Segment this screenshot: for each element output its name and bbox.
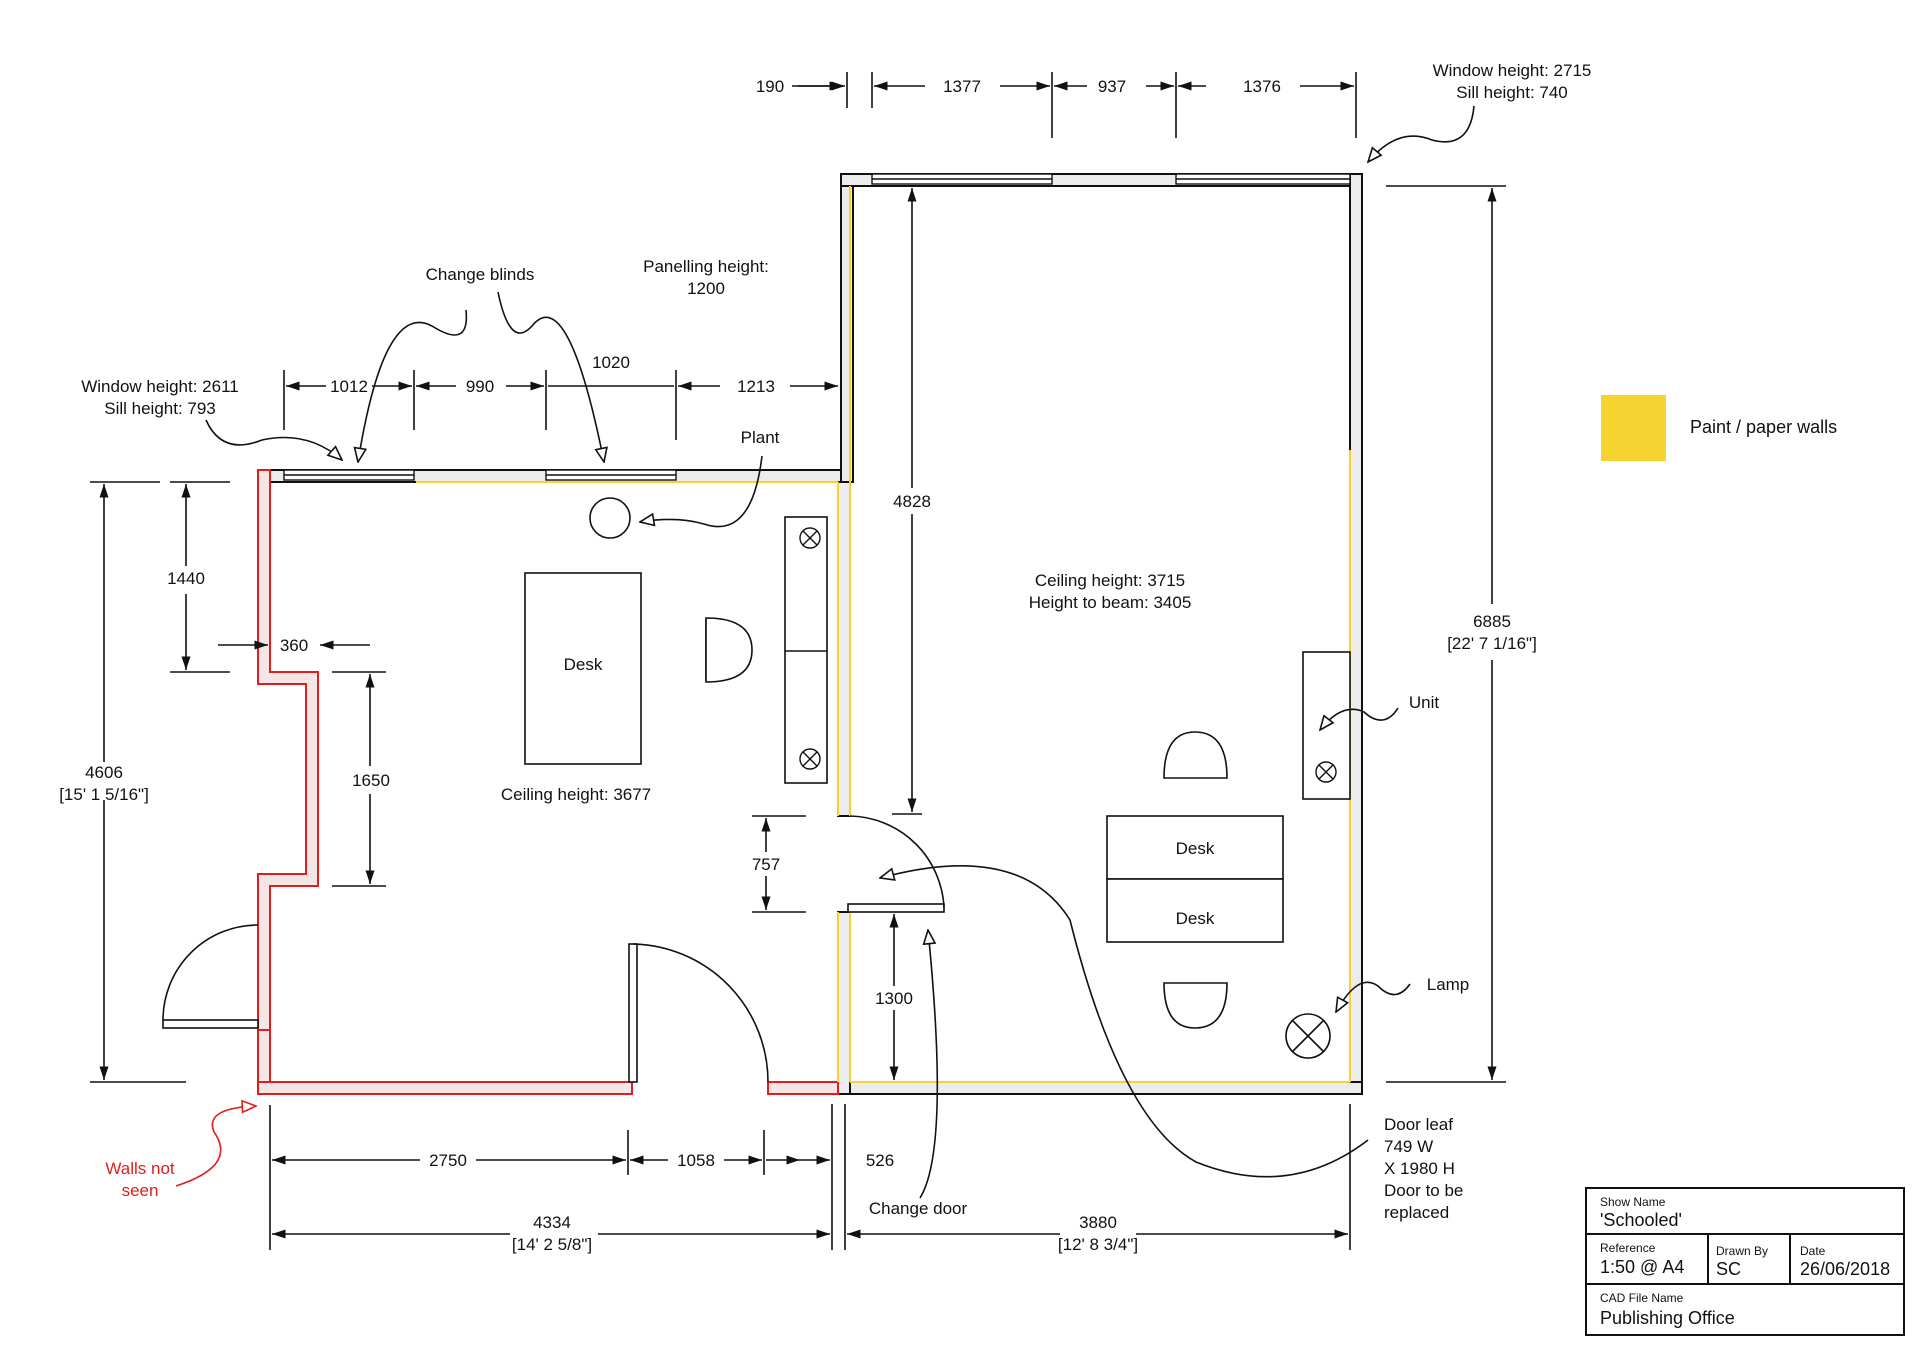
furniture xyxy=(524,497,1351,1059)
wall-partition-lower xyxy=(837,911,851,1095)
plant-pot xyxy=(589,497,631,539)
note-window-right-2: Sill height: 740 xyxy=(1456,83,1568,102)
dim-937: 937 xyxy=(1098,77,1126,96)
notes: Window height: 2715 Sill height: 740 Cha… xyxy=(81,61,1591,1222)
dim-990: 990 xyxy=(466,377,494,396)
reference-label: Reference xyxy=(1600,1241,1656,1255)
note-ceiling-right-1: Ceiling height: 3715 xyxy=(1035,571,1185,590)
wall-left-stepped-not-seen xyxy=(257,469,319,1031)
note-walls-not-seen-1: Walls not xyxy=(105,1159,175,1178)
desk-right-a xyxy=(1106,815,1284,880)
note-window-left-2: Sill height: 793 xyxy=(104,399,216,418)
wall-right-bottom xyxy=(837,1081,1363,1095)
door-bottom-leaf xyxy=(628,943,638,1083)
dim-6885-imperial: [22' 7 1/16"] xyxy=(1447,634,1537,653)
desk-right-b xyxy=(1106,878,1284,943)
dim-3880-imperial: [12' 8 3/4"] xyxy=(1058,1235,1138,1254)
dim-526: 526 xyxy=(866,1151,894,1170)
dim-757: 757 xyxy=(752,855,780,874)
note-plant: Plant xyxy=(741,428,780,447)
dim-4828: 4828 xyxy=(893,492,931,511)
dimensions xyxy=(90,72,1506,1250)
dim-1650: 1650 xyxy=(352,771,390,790)
dim-1012: 1012 xyxy=(330,377,368,396)
wall-partition-upper xyxy=(837,481,851,817)
note-ceiling-right-2: Height to beam: 3405 xyxy=(1029,593,1192,612)
note-lamp: Lamp xyxy=(1427,975,1470,994)
light-fittings xyxy=(799,527,1337,783)
dim-1213: 1213 xyxy=(737,377,775,396)
dim-2750: 2750 xyxy=(429,1151,467,1170)
cad-file-value: Publishing Office xyxy=(1600,1308,1735,1328)
date-label: Date xyxy=(1800,1244,1826,1258)
legend-label: Paint / paper walls xyxy=(1690,417,1837,437)
title-block-text: Show Name 'Schooled' Reference 1:50 @ A4… xyxy=(1600,1195,1890,1328)
note-door-leaf-4: Door to be xyxy=(1384,1181,1463,1200)
label-desk-right-a: Desk xyxy=(1176,839,1215,858)
note-window-right-1: Window height: 2715 xyxy=(1433,61,1592,80)
dim-1440: 1440 xyxy=(167,569,205,588)
dim-4606: 4606 xyxy=(85,763,123,782)
label-desk-left: Desk xyxy=(564,655,603,674)
dim-190: 190 xyxy=(756,77,784,96)
dim-1376: 1376 xyxy=(1243,77,1281,96)
dim-3880: 3880 xyxy=(1079,1213,1117,1232)
chair-right-bottom xyxy=(1163,982,1228,1029)
doors xyxy=(162,815,945,1083)
wall-left-lower-not-seen xyxy=(257,1029,271,1083)
note-window-left-1: Window height: 2611 xyxy=(81,377,239,396)
note-panelling-2: 1200 xyxy=(687,279,725,298)
chair-left-shape xyxy=(705,617,753,683)
note-door-leaf-3: X 1980 H xyxy=(1384,1159,1455,1178)
dim-1300: 1300 xyxy=(875,989,913,1008)
annotation-leaders xyxy=(175,105,1475,1199)
note-unit: Unit xyxy=(1409,693,1440,712)
date-value: 26/06/2018 xyxy=(1800,1259,1890,1279)
note-ceiling-left: Ceiling height: 3677 xyxy=(501,785,651,804)
reference-value: 1:50 @ A4 xyxy=(1600,1257,1684,1277)
drawn-by-label: Drawn By xyxy=(1716,1244,1768,1258)
note-change-blinds: Change blinds xyxy=(426,265,535,284)
cabinet-left xyxy=(784,516,828,784)
windows xyxy=(283,173,1351,481)
wall-left-bottom-not-seen xyxy=(257,1081,633,1095)
dim-4606-imperial: [15' 1 5/16"] xyxy=(59,785,149,804)
cad-file-label: CAD File Name xyxy=(1600,1291,1684,1305)
dim-1020: 1020 xyxy=(592,353,630,372)
dim-360: 360 xyxy=(280,636,308,655)
drawn-by-value: SC xyxy=(1716,1259,1741,1279)
desk-left xyxy=(524,572,642,765)
note-walls-not-seen-2: seen xyxy=(122,1181,159,1200)
dim-1377: 1377 xyxy=(943,77,981,96)
dim-6885: 6885 xyxy=(1473,612,1511,631)
dim-4334-imperial: [14' 2 5/8"] xyxy=(512,1235,592,1254)
legend: Paint / paper walls xyxy=(1601,395,1837,461)
show-name-value: 'Schooled' xyxy=(1600,1210,1682,1230)
dim-1058: 1058 xyxy=(677,1151,715,1170)
legend-swatch xyxy=(1601,395,1666,461)
door-partition-leaf xyxy=(847,903,945,913)
note-panelling-1: Panelling height: xyxy=(643,257,769,276)
wall-connector xyxy=(840,173,854,483)
label-desk-right-b: Desk xyxy=(1176,909,1215,928)
chair-right-top xyxy=(1163,731,1228,779)
walls xyxy=(257,173,1363,1095)
note-door-leaf-2: 749 W xyxy=(1384,1137,1433,1156)
note-door-leaf-1: Door leaf xyxy=(1384,1115,1453,1134)
door-left-leaf xyxy=(162,1019,259,1029)
show-name-label: Show Name xyxy=(1600,1195,1666,1209)
note-door-leaf-5: replaced xyxy=(1384,1203,1449,1222)
note-change-door: Change door xyxy=(869,1199,968,1218)
wall-right-side xyxy=(1349,173,1363,1095)
wall-bottom-door-not-seen xyxy=(767,1081,839,1095)
dim-4334: 4334 xyxy=(533,1213,571,1232)
title-block xyxy=(1585,1187,1905,1336)
dimension-labels: 190 1377 937 1376 1012 990 1020 1213 144… xyxy=(59,77,1537,1254)
